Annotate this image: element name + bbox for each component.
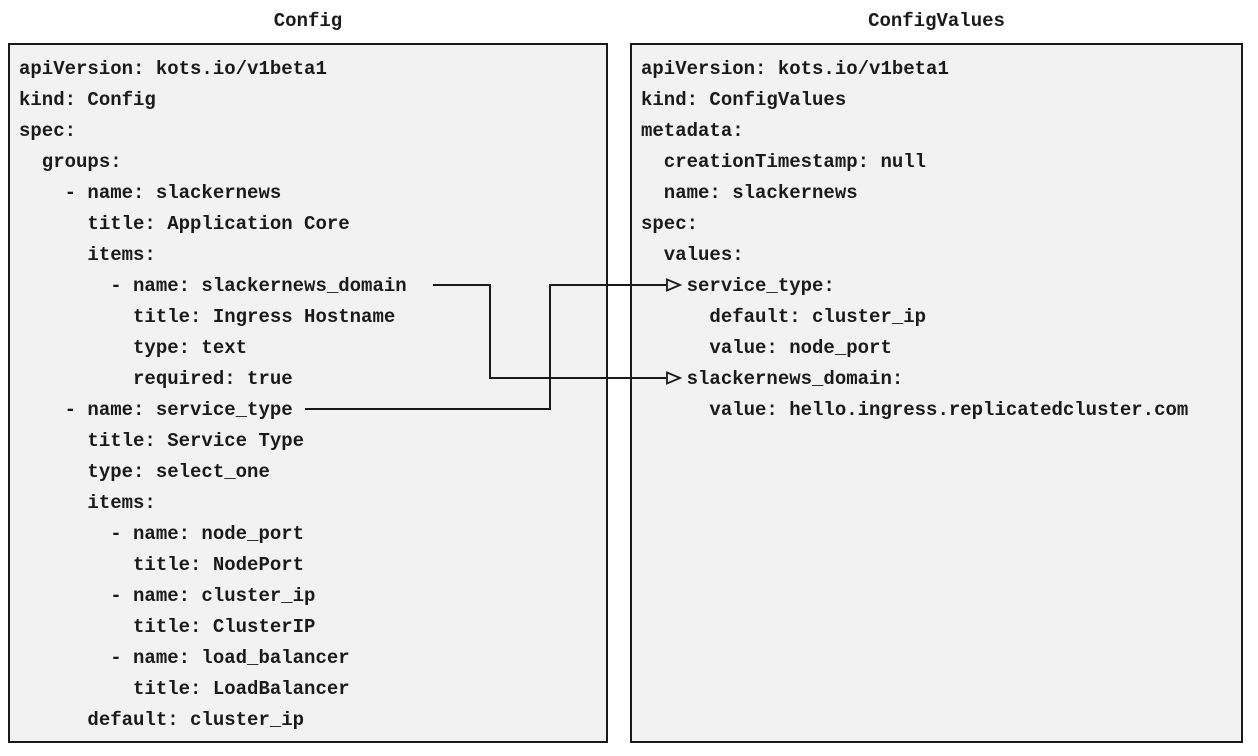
code-line: kind: Config (19, 89, 156, 111)
code-line: groups: (19, 151, 122, 173)
code-line: value: hello.ingress.replicatedcluster.c… (641, 399, 1189, 421)
code-line: type: text (19, 337, 248, 359)
code-line: values: (641, 244, 744, 266)
code-line: title: Application Core (19, 213, 350, 235)
code-line: items: (19, 244, 156, 266)
code-line: spec: (641, 213, 699, 235)
code-line: value: node_port (641, 337, 892, 359)
code-line: title: NodePort (19, 554, 305, 576)
code-line: title: ClusterIP (19, 616, 316, 638)
code-line: kind: ConfigValues (641, 89, 847, 111)
configvalues-panel-title: ConfigValues (868, 10, 1005, 32)
code-line: metadata: (641, 120, 744, 142)
code-line: slackernews_domain: (641, 368, 904, 390)
code-line: title: Ingress Hostname (19, 306, 396, 328)
code-line: - name: service_type (19, 399, 293, 421)
code-line: creationTimestamp: null (641, 151, 927, 173)
code-line: required: true (19, 368, 293, 390)
code-line: default: cluster_ip (641, 306, 927, 328)
config-code-box: apiVersion: kots.io/v1beta1 kind: Config s… (8, 43, 608, 743)
code-line: apiVersion: kots.io/v1beta1 (641, 58, 949, 80)
code-line: type: select_one (19, 461, 270, 483)
code-line: name: slackernews (641, 182, 858, 204)
code-line: - name: load_balancer (19, 647, 350, 669)
code-line: service_type: (641, 275, 835, 297)
config-panel-title: Config (273, 10, 343, 32)
code-line: - name: slackernews_domain (19, 275, 407, 297)
code-line: - name: slackernews (19, 182, 282, 204)
code-line: items: (19, 492, 156, 514)
code-line: title: LoadBalancer (19, 678, 350, 700)
code-line: - name: node_port (19, 523, 305, 545)
code-line: default: cluster_ip (19, 709, 305, 731)
configvalues-code-box: apiVersion: kots.io/v1beta1 kind: ConfigV… (630, 43, 1243, 743)
code-line: title: Service Type (19, 430, 305, 452)
code-line: apiVersion: kots.io/v1beta1 (19, 58, 327, 80)
code-line: - name: cluster_ip (19, 585, 316, 607)
code-line: spec: (19, 120, 77, 142)
